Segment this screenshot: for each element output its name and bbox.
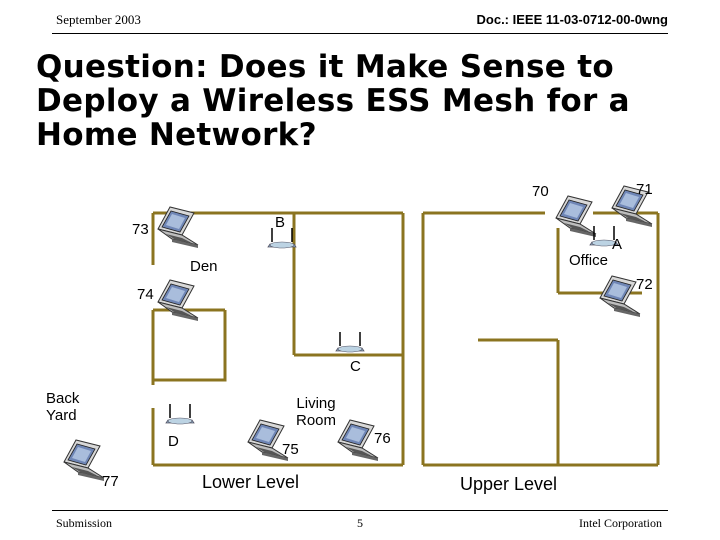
room-label-office: Office — [569, 252, 608, 269]
footer-submission: Submission — [56, 516, 113, 530]
station-76-laptop-icon — [337, 419, 379, 462]
footer-page-number: 5 — [357, 516, 363, 530]
lower-level-walls — [151, 211, 405, 467]
station-72-label: 72 — [636, 276, 653, 293]
access-point-d-label: D — [168, 433, 179, 450]
station-70-label: 70 — [532, 183, 549, 200]
station-77-laptop-icon — [63, 439, 105, 482]
station-70-laptop-icon — [555, 195, 597, 238]
lower-level-caption: Lower Level — [202, 472, 300, 492]
access-point-d-icon — [165, 403, 195, 425]
station-77-label: 77 — [102, 473, 119, 490]
header-rule — [52, 33, 668, 34]
room-label-den: Den — [190, 258, 218, 275]
access-point-c-icon — [335, 331, 365, 353]
station-71-label: 71 — [636, 181, 653, 198]
room-label-back-yard: Back Yard — [46, 390, 80, 424]
station-72-laptop-icon — [599, 275, 641, 318]
station-76-label: 76 — [374, 430, 391, 447]
access-point-b-label: B — [275, 214, 286, 231]
footer-rule — [52, 510, 668, 511]
access-point-c-label: C — [350, 358, 361, 375]
upper-level-caption: Upper Level — [460, 474, 558, 494]
access-point-a-label: A — [612, 236, 623, 253]
footer-organization: Intel Corporation — [579, 516, 662, 530]
room-label-living-room: Living Room — [295, 395, 336, 429]
slide-title: Question: Does it Make Sense to Deploy a… — [36, 49, 630, 153]
upper-level-walls — [421, 211, 660, 467]
access-point-b-icon — [267, 227, 297, 249]
station-73-label: 73 — [132, 221, 149, 238]
header-doc-id: Doc.: IEEE 11-03-0712-00-0wng — [476, 12, 668, 27]
station-74-laptop-icon — [157, 279, 199, 322]
station-75-label: 75 — [282, 441, 299, 458]
header-date: September 2003 — [56, 12, 141, 27]
station-74-label: 74 — [137, 286, 154, 303]
